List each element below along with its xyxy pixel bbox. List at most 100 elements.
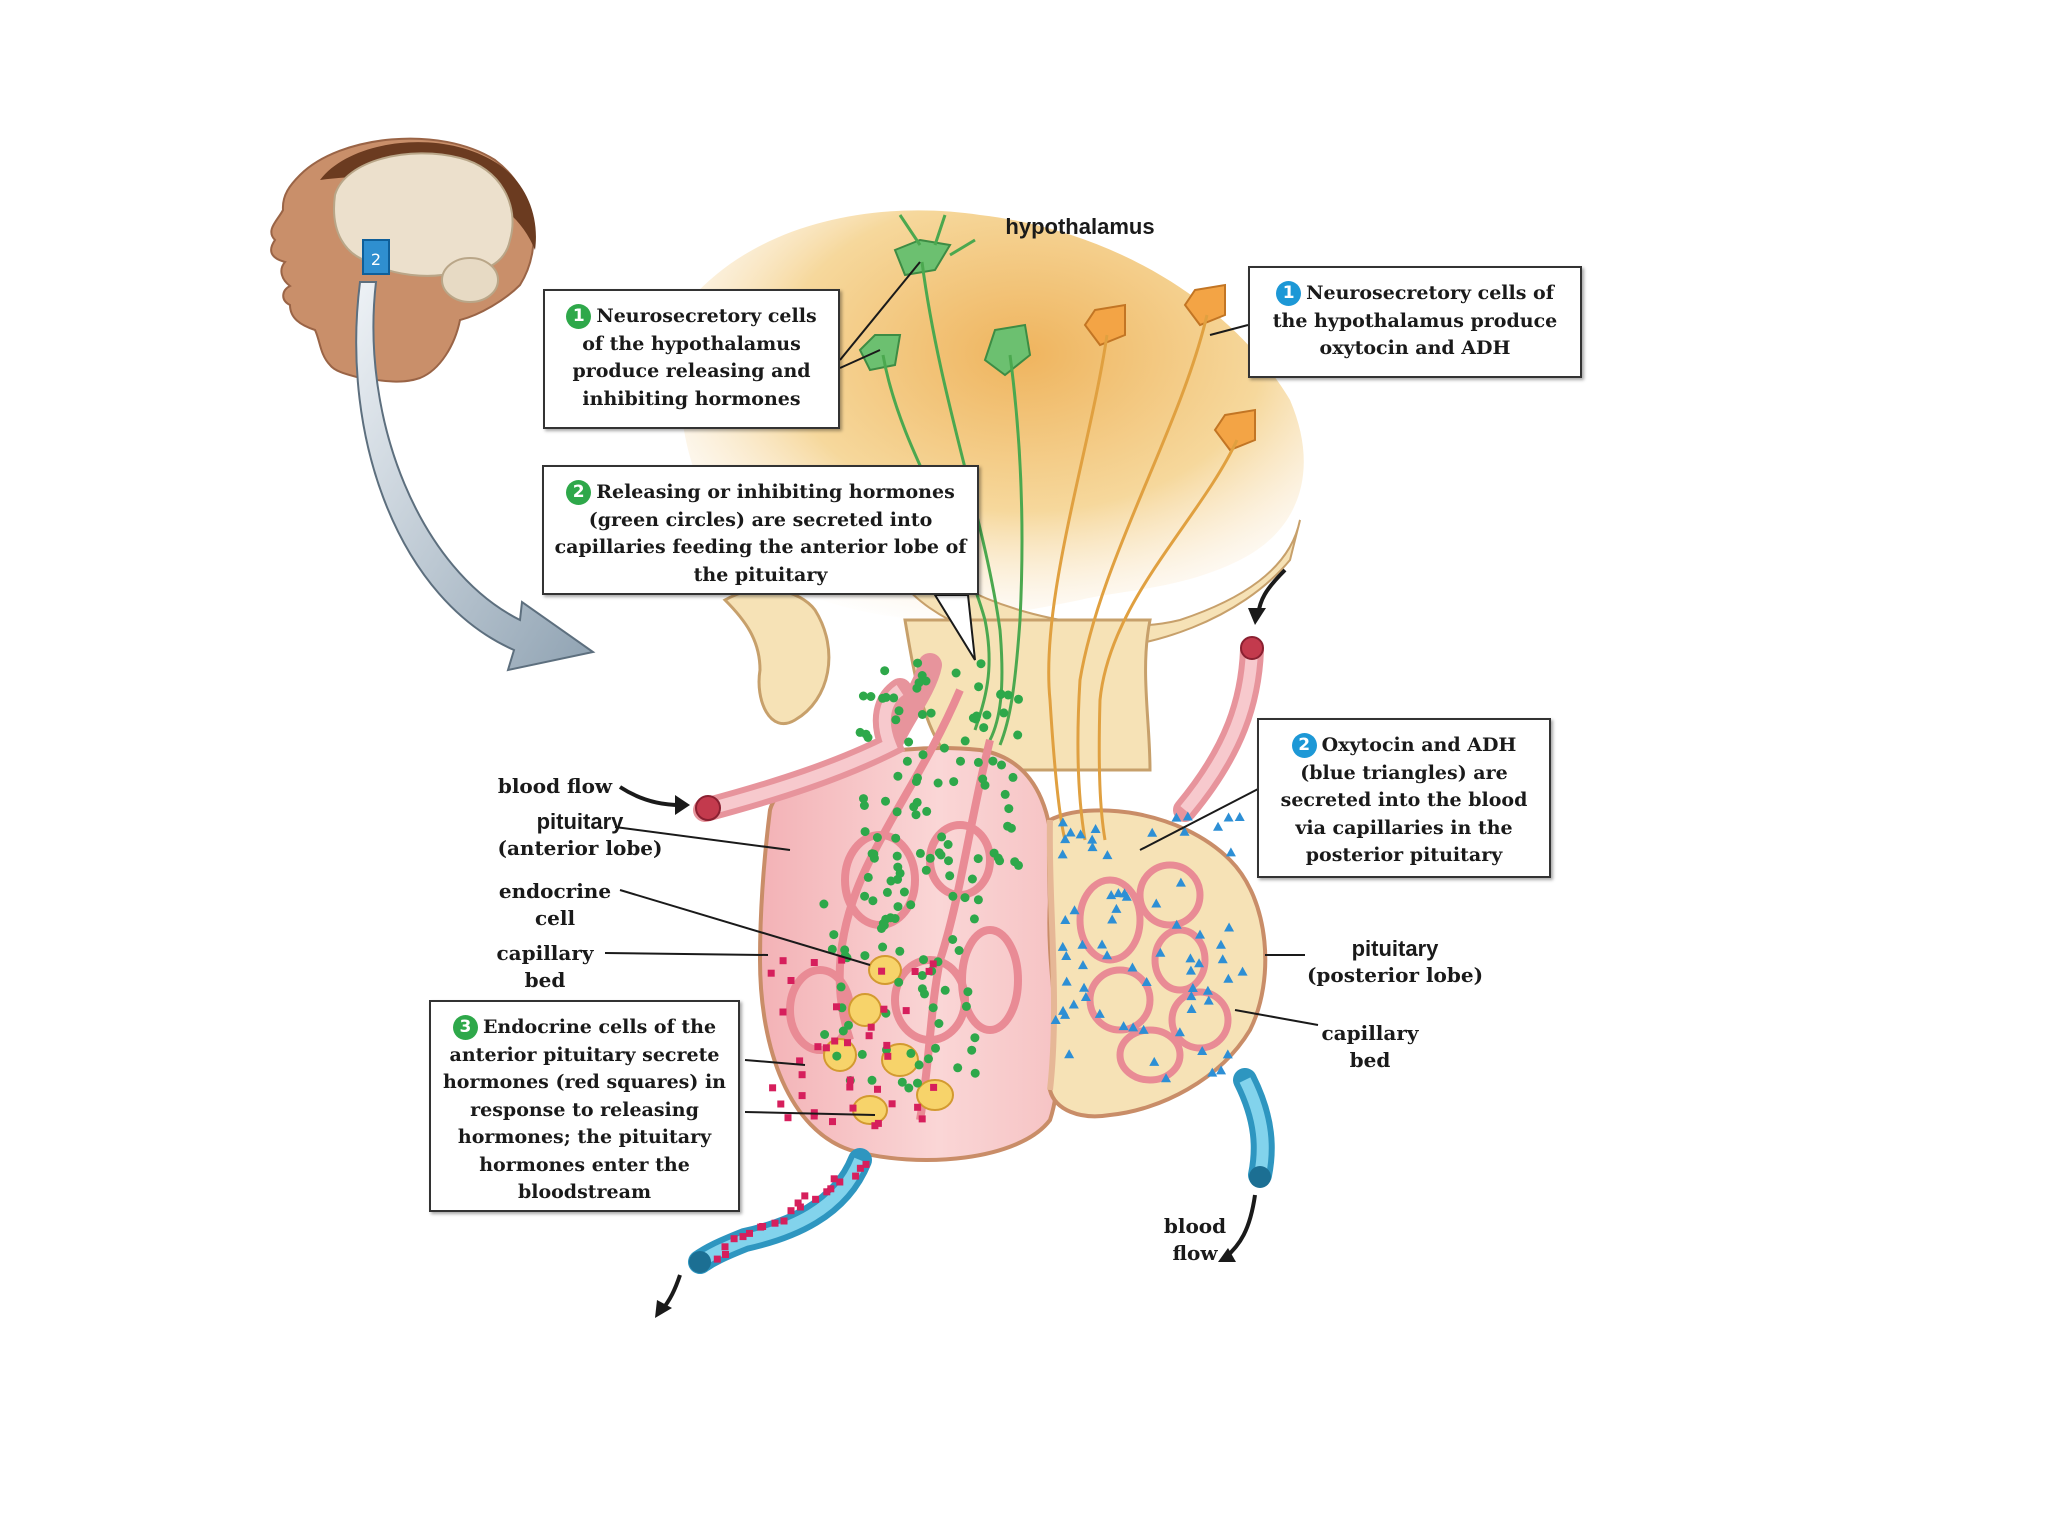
- red-square: [852, 1172, 860, 1180]
- green-circle: [911, 777, 921, 786]
- green-circle: [917, 671, 927, 680]
- red-square: [836, 1178, 844, 1186]
- red-square: [814, 1043, 822, 1051]
- green-circle: [892, 807, 902, 817]
- blue-triangle: [1224, 922, 1235, 932]
- head-inset: 2: [270, 137, 536, 383]
- blue-triangle: [1111, 903, 1122, 913]
- green-circle: [872, 833, 882, 842]
- red-square: [846, 1076, 854, 1084]
- green-circle: [829, 930, 839, 940]
- green-circle: [944, 856, 953, 866]
- green-circle: [911, 810, 921, 820]
- green-circle: [1014, 860, 1023, 870]
- red-square: [874, 1085, 881, 1093]
- brain: [333, 152, 514, 277]
- blue-triangle: [1207, 1067, 1218, 1077]
- green-circle: [1000, 789, 1010, 799]
- label-blood-flow-out-line1: blood: [1163, 1214, 1227, 1238]
- green-circle: [906, 900, 916, 910]
- leader-lines: [604, 261, 1319, 1116]
- blue-triangle: [1118, 1021, 1129, 1031]
- green-circle: [891, 833, 901, 843]
- blood-vessels: [688, 636, 1275, 1274]
- green-circle: [899, 887, 909, 897]
- green-circle: [882, 887, 892, 897]
- zoom-arrow: [355, 281, 596, 672]
- callout-green-2-text: Releasing or inhibiting hormones (green …: [554, 481, 967, 586]
- blue-triangle: [1237, 966, 1248, 976]
- green-circle: [1003, 690, 1013, 700]
- blue-triangle: [1197, 1045, 1208, 1055]
- label-capillary-bed-left-line2: bed: [524, 968, 566, 992]
- red-square: [874, 1119, 882, 1127]
- step-badge-green-2: 2: [566, 480, 592, 505]
- blue-triangle: [1141, 976, 1152, 986]
- green-circle: [889, 693, 899, 703]
- blue-triangle: [1203, 995, 1214, 1005]
- green-circle: [969, 914, 979, 924]
- blue-triangle: [1064, 1049, 1075, 1059]
- green-circle: [869, 849, 879, 859]
- blue-triangle: [1068, 999, 1079, 1009]
- blue-triangle: [1102, 850, 1113, 860]
- red-square: [777, 1100, 785, 1108]
- red-square: [779, 957, 787, 965]
- red-square: [798, 1071, 806, 1079]
- green-circle: [1014, 694, 1023, 704]
- green-circle: [1004, 804, 1014, 814]
- blue-triangle: [1223, 812, 1234, 822]
- posterior-capillary-bed: [1076, 861, 1232, 1084]
- label-endocrine-cell: endocrine cell: [480, 878, 630, 932]
- blue-triangle: [1161, 1073, 1172, 1083]
- green-neuron: [858, 238, 1032, 377]
- blue-triangle: [1061, 976, 1072, 986]
- green-circle: [866, 692, 876, 701]
- red-square: [721, 1243, 729, 1251]
- blue-triangle: [1057, 849, 1068, 859]
- green-circle: [897, 1077, 907, 1087]
- red-square: [911, 968, 919, 975]
- red-square: [849, 1104, 857, 1112]
- inset-marker-box: [362, 239, 390, 275]
- red-square: [769, 1084, 777, 1092]
- step-badge-green-3: 3: [452, 1015, 478, 1040]
- callout-blue-2-text: Oxytocin and ADH (blue triangles) are se…: [1280, 734, 1528, 866]
- red-square: [757, 1223, 765, 1231]
- green-circle: [933, 778, 943, 788]
- label-blood-flow-in: blood flow: [497, 774, 613, 798]
- red-square: [779, 1008, 787, 1016]
- step-badge-blue-1: 1: [1276, 281, 1302, 306]
- green-circle: [860, 891, 870, 901]
- orange-neuron: [1083, 283, 1256, 452]
- green-circle: [925, 853, 935, 863]
- green-circle: [1003, 821, 1013, 831]
- blue-triangle: [1175, 877, 1186, 887]
- green-circle: [904, 1083, 914, 1093]
- label-capillary-bed-right: capillary bed: [1295, 1020, 1445, 1074]
- green-circle: [881, 796, 890, 806]
- blue-triangle: [1128, 1022, 1139, 1032]
- label-pituitary-anterior-name: pituitary: [536, 809, 624, 834]
- green-circle: [939, 743, 949, 753]
- blue-triangle: [1213, 821, 1224, 831]
- green-circle: [867, 1075, 877, 1085]
- blue-triangle: [1147, 827, 1158, 837]
- green-circle: [832, 1051, 842, 1061]
- callout-blue-1-text: Neurosecretory cells of the hypothalamus…: [1272, 282, 1558, 359]
- green-circle: [953, 1063, 963, 1073]
- artery-right: [1173, 638, 1264, 822]
- red-square: [929, 960, 937, 968]
- red-square: [787, 1207, 795, 1215]
- blue-triangle: [1155, 947, 1166, 957]
- green-circle: [895, 868, 905, 878]
- flow-arrowheads: [655, 608, 1266, 1318]
- oxytocin-adh-blue-triangles: [1050, 811, 1248, 1083]
- green-circle: [918, 750, 928, 760]
- red-square: [767, 969, 775, 977]
- green-circle: [858, 691, 868, 701]
